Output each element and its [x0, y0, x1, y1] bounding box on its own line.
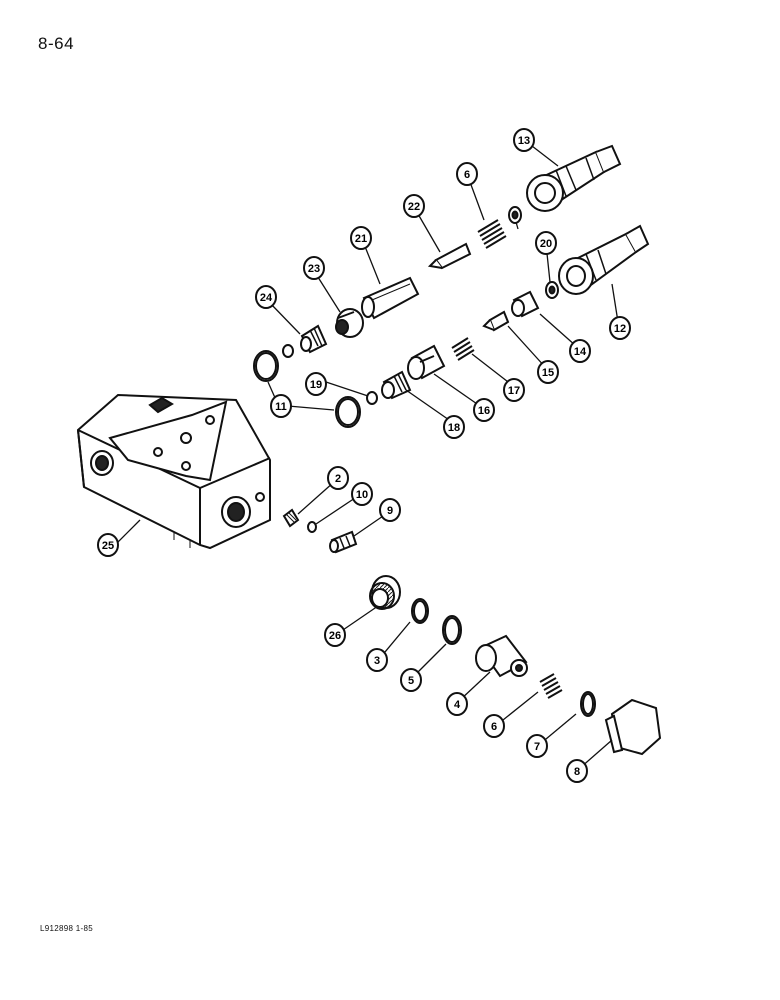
spring-17 [451, 337, 475, 361]
callout-label-13: 13 [518, 135, 530, 147]
callout-7: 7 [526, 734, 548, 758]
spool-23 [335, 308, 364, 338]
oring-3 [411, 598, 429, 624]
oring-11-a [253, 350, 279, 382]
callout-15: 15 [537, 360, 559, 384]
oring-19-b [366, 391, 378, 405]
drawing-code: L912898 1-85 [40, 924, 93, 933]
callout-label-25: 25 [102, 540, 114, 552]
callout-12: 12 [609, 316, 631, 340]
washer-20-top [508, 206, 522, 224]
callout-label-14: 14 [574, 346, 587, 358]
callout-label-17: 17 [508, 385, 520, 397]
callout-label-11: 11 [275, 401, 287, 413]
callout-23: 23 [303, 256, 325, 280]
callout-label-12: 12 [614, 323, 626, 335]
page-number: 8-64 [38, 34, 75, 53]
screw-9 [329, 530, 358, 554]
piston-4 [475, 634, 528, 678]
oring-11-b [335, 396, 361, 428]
callout-16: 16 [473, 398, 495, 422]
plug-8 [604, 698, 662, 756]
callout-25: 25 [97, 533, 119, 557]
callout-label-6-lower: 6 [491, 721, 497, 733]
callout-22: 22 [403, 194, 425, 218]
callout-label-3: 3 [374, 655, 380, 667]
pin-22 [427, 242, 472, 270]
callout-14: 14 [569, 339, 591, 363]
sleeve-21 [361, 276, 420, 320]
callout-label-4: 4 [454, 699, 461, 711]
sleeve-14 [511, 290, 540, 318]
callout-26: 26 [324, 623, 346, 647]
callout-label-26: 26 [329, 630, 341, 642]
callout-label-5: 5 [408, 675, 414, 687]
pin-15 [482, 310, 510, 332]
washer-10 [307, 521, 317, 533]
fitting-13 [526, 144, 622, 212]
callout-label-7: 7 [534, 741, 540, 753]
callout-24: 24 [255, 285, 277, 309]
callout-label-19: 19 [310, 379, 322, 391]
spring-6-lower [539, 673, 563, 699]
spool-16 [407, 344, 446, 380]
callout-label-2: 2 [335, 473, 341, 485]
callout-label-18: 18 [448, 422, 460, 434]
oring-5 [442, 615, 462, 645]
callout-6-top: 6 [456, 162, 478, 186]
callout-13: 13 [513, 128, 535, 152]
callout-2: 2 [327, 466, 349, 490]
oring-19-a [282, 344, 294, 358]
callout-label-10: 10 [356, 489, 368, 501]
callout-label-15: 15 [542, 367, 554, 379]
callout-label-9: 9 [387, 505, 393, 517]
callout-8: 8 [566, 759, 588, 783]
poppet-24 [300, 324, 328, 354]
callout-label-23: 23 [308, 263, 320, 275]
valve-body-25 [76, 393, 271, 550]
oring-7 [580, 691, 596, 717]
callout-11: 11 [270, 394, 292, 418]
callout-label-8: 8 [574, 766, 580, 778]
callout-6-lower: 6 [483, 714, 505, 738]
callout-3: 3 [366, 648, 388, 672]
spring-6-top [477, 219, 507, 249]
callout-label-20: 20 [540, 238, 552, 250]
fitting-12 [558, 224, 650, 295]
poppet-18 [381, 370, 412, 400]
callout-label-24: 24 [260, 292, 273, 304]
leader-lines [111, 145, 619, 769]
callout-label-6-top: 6 [464, 169, 470, 181]
callout-18: 18 [443, 415, 465, 439]
callout-17: 17 [503, 378, 525, 402]
callout-label-21: 21 [355, 233, 367, 245]
callout-10: 10 [351, 482, 373, 506]
callout-21: 21 [350, 226, 372, 250]
callout-4: 4 [446, 692, 468, 716]
callout-label-16: 16 [478, 405, 490, 417]
callout-label-22: 22 [408, 201, 420, 213]
callout-5: 5 [400, 668, 422, 692]
callout-9: 9 [379, 498, 401, 522]
callout-19: 19 [305, 372, 327, 396]
plug-2 [282, 508, 300, 528]
callout-20: 20 [535, 231, 557, 255]
washer-20-lower [545, 281, 559, 299]
plug-26 [369, 575, 401, 610]
